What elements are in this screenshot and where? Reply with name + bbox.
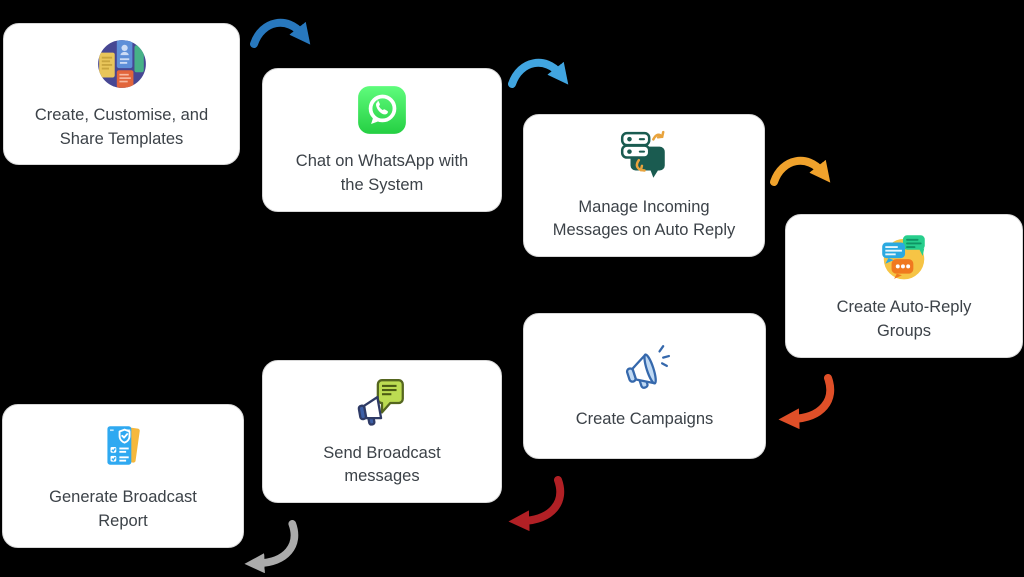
card-create-templates: Create, Customise, and Share Templates (3, 23, 240, 165)
arrow-templates-to-whatsapp (250, 18, 311, 48)
arrow-manage-to-groups (770, 156, 831, 186)
arrow-campaigns-to-broadcast (508, 476, 565, 532)
card-whatsapp-chat: Chat on WhatsApp with the System (262, 68, 502, 212)
card-label: Create, Customise, and Share Templates (34, 106, 209, 148)
arrow-broadcast-to-report (244, 520, 299, 574)
card-label: Generate Broadcast Report (49, 488, 197, 530)
arrow-groups-to-campaigns (778, 374, 835, 430)
megaphone-icon (625, 344, 670, 389)
templates-icon (97, 40, 146, 88)
card-send-broadcast: Send Broadcast messages (262, 360, 502, 503)
card-label: Create Campaigns (575, 409, 714, 428)
card-label: Manage Incoming Messages on Auto Reply (552, 197, 736, 239)
auto-reply-messages-icon (620, 130, 665, 178)
card-manage-incoming: Manage Incoming Messages on Auto Reply (523, 114, 765, 257)
card-label: Chat on WhatsApp with the System (295, 152, 469, 194)
arrow-whatsapp-to-manage (508, 58, 569, 88)
card-label: Create Auto-Reply Groups (836, 298, 972, 340)
whatsapp-icon (358, 86, 406, 134)
broadcast-megaphone-icon (357, 378, 404, 426)
card-generate-report: Generate Broadcast Report (2, 404, 244, 548)
card-auto-reply-groups: Create Auto-Reply Groups (785, 214, 1023, 358)
card-label: Send Broadcast messages (323, 443, 441, 485)
chat-bubbles-icon (882, 235, 925, 280)
report-document-icon (107, 426, 140, 465)
card-create-campaigns: Create Campaigns (523, 313, 766, 459)
